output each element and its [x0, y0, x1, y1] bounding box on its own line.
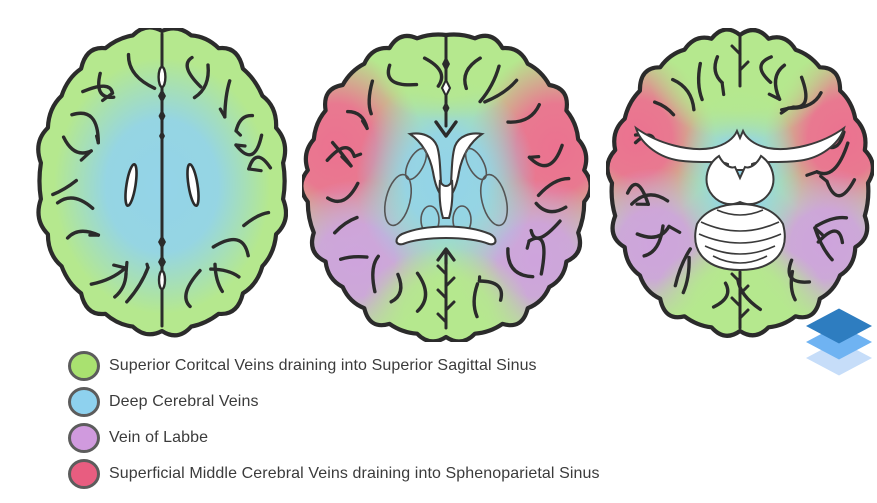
- legend-swatch-purple: [68, 423, 100, 453]
- legend-label: Deep Cerebral Veins: [109, 393, 259, 410]
- midbrain: [705, 154, 775, 206]
- brain-slice-high-axial-svg: [36, 28, 288, 338]
- legend-swatch-pink-shape: [68, 459, 100, 489]
- third-ventricle: [438, 179, 454, 220]
- legend-item-superficial-middle: Superficial Middle Cerebral Veins draini…: [67, 456, 600, 492]
- legend-label: Superficial Middle Cerebral Veins draini…: [109, 465, 600, 482]
- cerebellum: [694, 202, 786, 272]
- brain-slice-high-axial: [36, 28, 288, 338]
- layers-icon-top: [806, 308, 872, 344]
- brain-outline: [302, 32, 590, 342]
- brain-slice-mid-axial: [302, 30, 590, 342]
- legend-item-superior-cortical: Superior Coritcal Veins draining into Su…: [67, 348, 600, 384]
- legend-item-deep-cerebral: Deep Cerebral Veins: [67, 384, 600, 420]
- legend-swatch-pink: [68, 459, 100, 489]
- left-lateral-ventricle: [124, 162, 138, 208]
- layers-icon-svg: [806, 308, 872, 376]
- layers-icon[interactable]: [804, 306, 874, 378]
- legend-swatch-blue: [68, 387, 100, 417]
- brain-outline: [36, 28, 288, 338]
- brain-slice-mid-axial-svg: [302, 32, 590, 342]
- posterior-falx-slit: [157, 269, 167, 291]
- legend-label: Vein of Labbe: [109, 429, 209, 446]
- brain-outline: [606, 28, 874, 338]
- legend-label: Superior Coritcal Veins draining into Su…: [109, 357, 537, 374]
- legend: Superior Coritcal Veins draining into Su…: [67, 348, 600, 492]
- legend-item-vein-of-labbe: Vein of Labbe: [67, 420, 600, 456]
- posterior-horns: [395, 225, 497, 246]
- legend-swatch-green-shape: [68, 351, 100, 381]
- legend-swatch-green: [68, 351, 100, 381]
- right-lateral-ventricle: [186, 162, 200, 208]
- sylvian-fissures: [634, 125, 846, 171]
- brain-slice-low-axial: [606, 28, 874, 338]
- legend-swatch-blue-shape: [68, 387, 100, 417]
- anterior-falx-slit: [157, 65, 167, 89]
- brain-slice-low-axial-svg: [606, 28, 874, 338]
- legend-swatch-purple-shape: [68, 423, 100, 453]
